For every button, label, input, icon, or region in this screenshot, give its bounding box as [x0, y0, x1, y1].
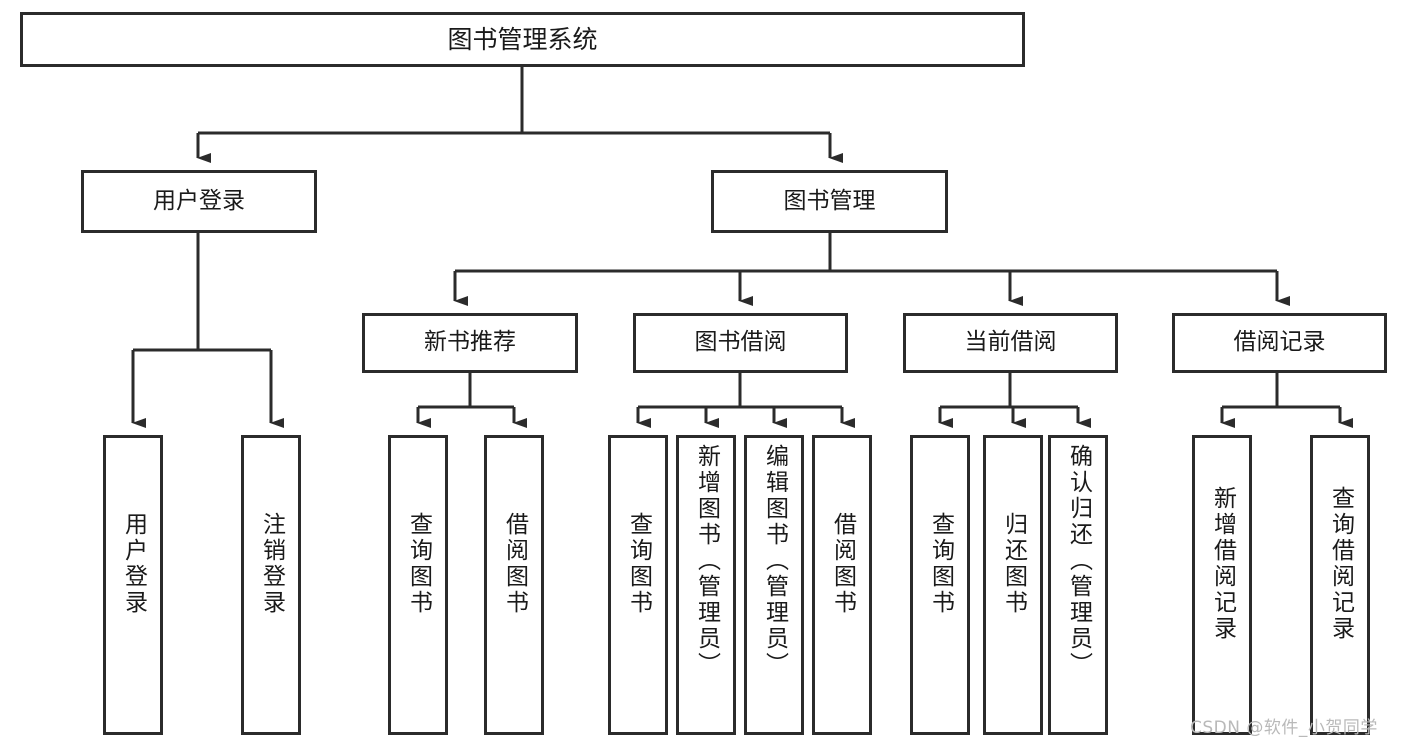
- node-label: 用户登录: [153, 187, 245, 214]
- node-current-borrow[interactable]: 当前借阅: [903, 313, 1118, 373]
- node-leaf-query-book-1[interactable]: 查询图书: [388, 435, 448, 735]
- node-label: 借阅图书: [829, 512, 856, 616]
- node-leaf-borrow-book-1[interactable]: 借阅图书: [484, 435, 544, 735]
- node-label: 图书借阅: [694, 329, 787, 356]
- node-new-book-recommend[interactable]: 新书推荐: [362, 313, 578, 373]
- node-leaf-borrow-book-2[interactable]: 借阅图书: [812, 435, 872, 735]
- node-label: 当前借阅: [964, 329, 1057, 356]
- csdn-watermark: CSDN @软件_小贺同学: [1190, 718, 1378, 738]
- node-user-login[interactable]: 用户登录: [81, 170, 317, 233]
- node-label: 注销登录: [258, 512, 285, 616]
- node-label: 编辑图书（管理员）: [761, 444, 788, 678]
- node-borrow-record[interactable]: 借阅记录: [1172, 313, 1387, 373]
- node-label: 图书管理: [783, 187, 876, 214]
- node-book-manage[interactable]: 图书管理: [711, 170, 948, 233]
- node-label: 新增借阅记录: [1209, 486, 1236, 642]
- node-leaf-query-record[interactable]: 查询借阅记录: [1310, 435, 1370, 735]
- node-label: 用户登录: [120, 512, 147, 616]
- node-label: 借阅记录: [1233, 329, 1326, 356]
- node-leaf-add-book[interactable]: 新增图书（管理员）: [676, 435, 736, 735]
- node-label: 借阅图书: [501, 512, 528, 616]
- node-label: 查询图书: [405, 512, 432, 616]
- node-leaf-query-book-3[interactable]: 查询图书: [910, 435, 970, 735]
- node-root-system[interactable]: 图书管理系统: [20, 12, 1025, 67]
- node-label: 确认归还（管理员）: [1065, 444, 1092, 678]
- node-label: 新书推荐: [424, 329, 516, 356]
- node-label: 查询图书: [625, 512, 652, 616]
- node-label: 新增图书（管理员）: [693, 444, 720, 678]
- node-leaf-query-book-2[interactable]: 查询图书: [608, 435, 668, 735]
- node-label: 查询图书: [927, 512, 954, 616]
- node-label: 图书管理系统: [447, 24, 598, 54]
- node-leaf-add-record[interactable]: 新增借阅记录: [1192, 435, 1252, 735]
- node-leaf-edit-book[interactable]: 编辑图书（管理员）: [744, 435, 804, 735]
- node-label: 查询借阅记录: [1327, 486, 1354, 642]
- node-leaf-user-login[interactable]: 用户登录: [103, 435, 163, 735]
- node-label: 归还图书: [1000, 512, 1027, 616]
- node-leaf-logout[interactable]: 注销登录: [241, 435, 301, 735]
- node-leaf-confirm-return[interactable]: 确认归还（管理员）: [1048, 435, 1108, 735]
- node-leaf-return-book[interactable]: 归还图书: [983, 435, 1043, 735]
- node-book-borrow[interactable]: 图书借阅: [633, 313, 848, 373]
